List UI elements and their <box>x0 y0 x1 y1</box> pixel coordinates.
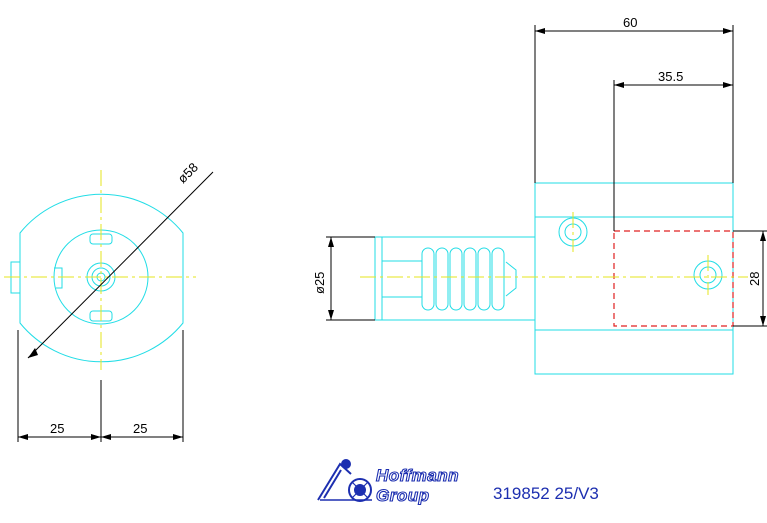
side-view-serrations <box>421 247 505 311</box>
diameter-58-leader <box>27 171 214 359</box>
side-view-dimensions <box>326 25 767 327</box>
front-view-body-outline <box>19 193 184 363</box>
dimension-square-height: 28 <box>747 272 762 286</box>
front-view-bore-notch <box>54 267 63 289</box>
front-view-centerlines <box>4 170 196 370</box>
logo-text-line1: Hoffmann <box>376 466 459 485</box>
side-view-tip <box>382 260 517 298</box>
front-view-arrowheads <box>18 348 183 440</box>
side-view-centerlines <box>360 212 748 295</box>
dimension-offset-length: 35.5 <box>658 69 683 84</box>
hoffmann-group-logo: Hoffmann Group <box>317 459 459 506</box>
dimension-body-diameter: ø58 <box>175 160 201 186</box>
logo-emblem-icon <box>317 459 372 502</box>
dimension-half-width-right: 25 <box>133 421 147 436</box>
front-view <box>10 193 184 363</box>
dimension-half-width-left: 25 <box>50 421 64 436</box>
dimension-overall-length: 60 <box>623 15 637 30</box>
dimension-shank-diameter: ø25 <box>312 272 327 294</box>
front-view-dimensions <box>17 171 214 442</box>
part-number: 319852 25/V3 <box>493 484 599 503</box>
side-view-hidden-square <box>613 230 734 327</box>
logo-text-line2: Group <box>376 486 430 505</box>
side-view-arrowheads <box>328 28 766 326</box>
side-view <box>374 182 734 375</box>
side-view-main-block <box>534 182 734 375</box>
side-view-shank <box>374 236 536 321</box>
